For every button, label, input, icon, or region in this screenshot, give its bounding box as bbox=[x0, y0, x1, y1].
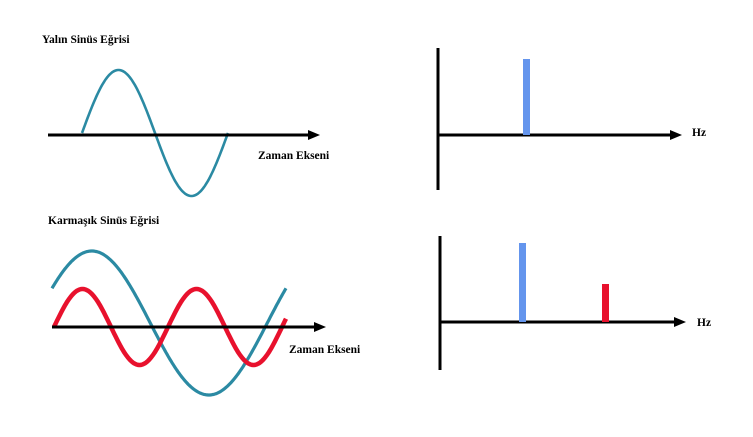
complex-spectrum-bar-low bbox=[519, 243, 526, 322]
simple-spectrum bbox=[436, 48, 682, 190]
complex-freq-axis-label: Hz bbox=[697, 317, 712, 329]
simple-title: Yalın Sinüs Eğrisi bbox=[42, 34, 130, 46]
complex-time-axis-label: Zaman Ekseni bbox=[289, 344, 361, 356]
complex-time-axis-arrow bbox=[314, 322, 326, 332]
simple-time-axis-arrow bbox=[308, 130, 320, 140]
complex-time-domain bbox=[50, 249, 326, 397]
complex-title: Karmaşık Sinüs Eğrisi bbox=[48, 215, 160, 227]
simple-freq-axis-label: Hz bbox=[692, 127, 707, 139]
simple-spectrum-x-axis-arrow bbox=[670, 130, 682, 140]
complex-spectrum bbox=[438, 236, 686, 370]
simple-time-axis-label: Zaman Ekseni bbox=[258, 150, 330, 162]
simple-spectrum-bar bbox=[523, 59, 530, 135]
simple-time-domain bbox=[48, 68, 320, 198]
complex-spectrum-x-axis-arrow bbox=[674, 317, 686, 327]
simple-sine-wave bbox=[80, 68, 230, 198]
complex-spectrum-bar-high bbox=[602, 284, 609, 322]
complex-sine-wave-high bbox=[51, 286, 289, 368]
